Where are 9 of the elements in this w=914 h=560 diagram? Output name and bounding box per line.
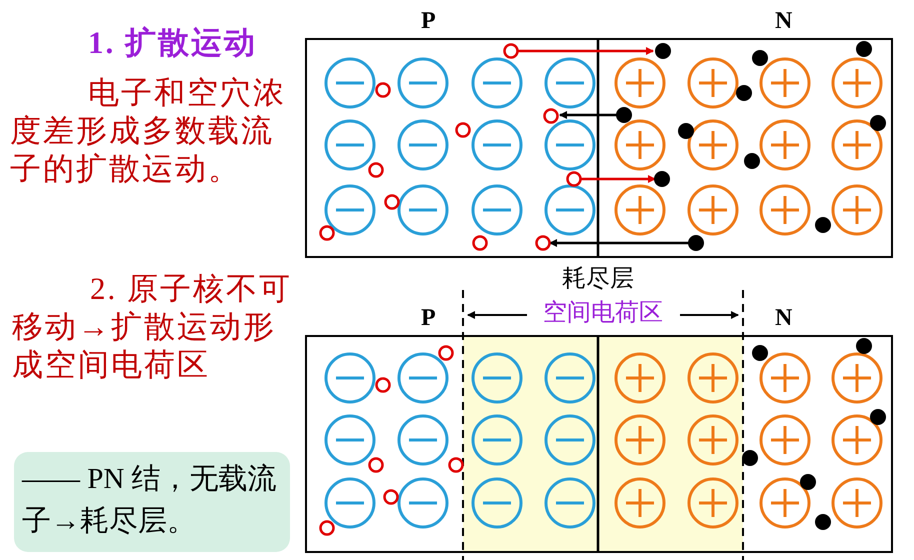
region-label: P [421, 305, 436, 332]
region-label: N [775, 305, 792, 332]
region-label: P [421, 8, 436, 35]
note-text: —— PN 结，无载流子→耗尽层。 [22, 462, 278, 539]
section-heading: 1. 扩散运动 [88, 24, 258, 62]
note-card [14, 452, 290, 552]
paragraph-text: 电子和空穴浓度差形成多数载流子的扩散运动。 [10, 74, 287, 188]
region-label: N [775, 8, 792, 35]
paragraph-text: 2. 原子核不可移动→扩散运动形成空间电荷区 [12, 270, 293, 384]
